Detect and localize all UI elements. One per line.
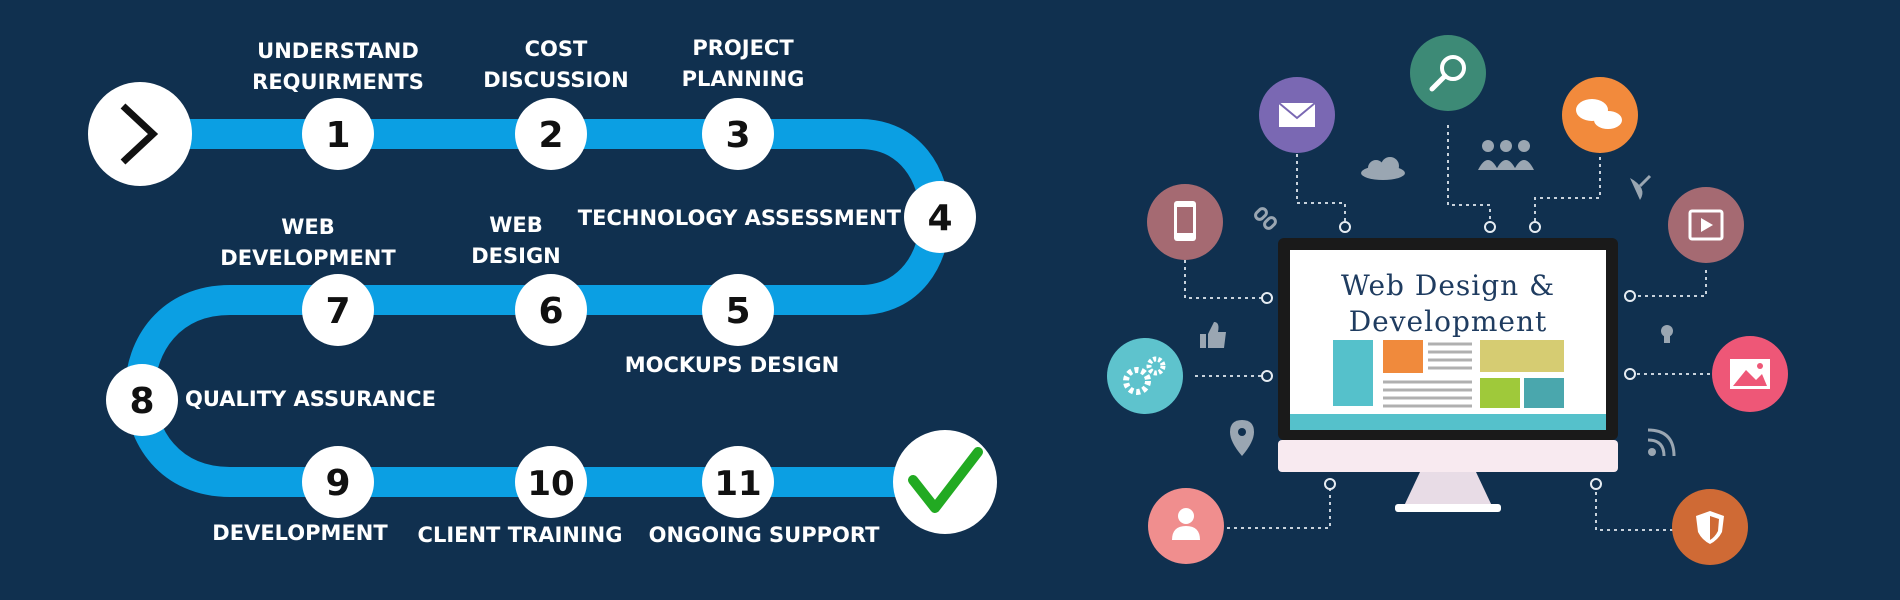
rss-icon	[1647, 428, 1676, 457]
monitor: Web Design & Development	[1278, 238, 1618, 512]
step-node-11: 11	[702, 446, 774, 518]
location-pin-icon	[1230, 420, 1254, 456]
image-icon	[1712, 336, 1788, 412]
video-icon	[1668, 187, 1744, 263]
mail-icon	[1259, 77, 1335, 153]
step-number: 3	[725, 115, 750, 156]
process-path	[125, 119, 960, 497]
step-label-3: PROJECT PLANNING	[681, 36, 805, 91]
phone-icon	[1147, 184, 1223, 260]
start-node	[88, 82, 192, 186]
step-number: 10	[527, 464, 574, 504]
step-node-5: 5	[702, 274, 774, 346]
step-label-11: ONGOING SUPPORT	[648, 523, 880, 547]
step-number: 6	[538, 291, 563, 332]
step-number: 8	[129, 381, 154, 422]
step-label-7: WEB DEVELOPMENT	[220, 215, 396, 270]
cloud-icon	[1361, 157, 1405, 180]
end-node	[893, 430, 997, 534]
checkmark-icon	[908, 447, 983, 513]
step-label-6: WEB DESIGN	[471, 213, 561, 268]
step-node-9: 9	[302, 446, 374, 518]
step-label-4: TECHNOLOGY ASSESSMENT	[577, 206, 901, 230]
decor-icons	[1200, 140, 1676, 457]
connector-lines	[1184, 125, 1710, 531]
step-node-4: 4	[904, 181, 976, 253]
text-lines	[1383, 342, 1472, 408]
step-label-8: QUALITY ASSURANCE	[185, 387, 436, 411]
step-node-10: 10	[515, 446, 587, 518]
monitor-title-line1: Web Design &	[1341, 269, 1555, 302]
step-number: 9	[325, 463, 350, 504]
shield-icon	[1672, 489, 1748, 565]
step-node-1: 1	[302, 98, 374, 170]
step-number: 4	[927, 198, 952, 239]
people-icon	[1478, 140, 1534, 170]
step-number: 5	[725, 291, 750, 332]
thumbs-up-icon	[1200, 322, 1226, 348]
step-node-3: 3	[702, 98, 774, 170]
step-label-10: CLIENT TRAINING	[417, 523, 623, 547]
user-icon	[1148, 488, 1224, 564]
step-number: 1	[325, 115, 350, 156]
step-number: 2	[538, 115, 563, 156]
step-node-7: 7	[302, 274, 374, 346]
link-icon	[1254, 207, 1277, 230]
chevron-right-icon	[120, 103, 159, 165]
chat-icon	[1562, 77, 1638, 153]
connector-dots	[1261, 221, 1636, 490]
step-node-8: 8	[106, 364, 178, 436]
step-label-1: UNDERSTAND REQUIRMENTS	[252, 39, 424, 94]
monitor-title-line2: Development	[1349, 305, 1548, 338]
search-icon	[1410, 35, 1486, 111]
step-number: 7	[325, 291, 350, 332]
satellite-icon	[1630, 174, 1652, 200]
step-label-5: MOCKUPS DESIGN	[624, 353, 840, 377]
step-number: 11	[714, 464, 761, 504]
step-label-9: DEVELOPMENT	[212, 521, 388, 545]
step-label-2: COST DISCUSSION	[483, 37, 629, 92]
lightbulb-icon	[1661, 325, 1673, 343]
step-node-2: 2	[515, 98, 587, 170]
step-node-6: 6	[515, 274, 587, 346]
gears-icon	[1107, 338, 1183, 414]
